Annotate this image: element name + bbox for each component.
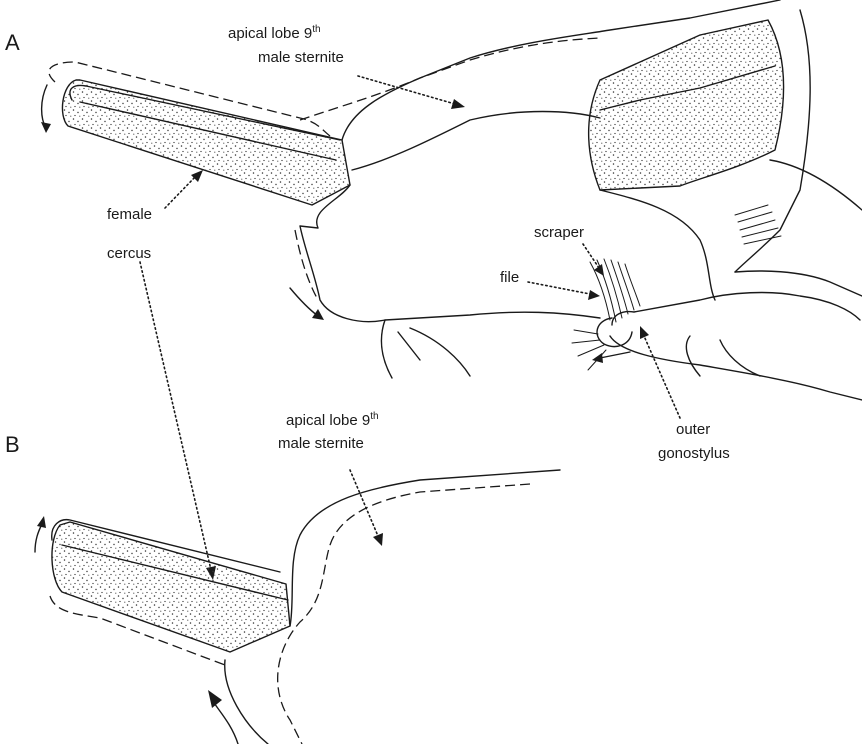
gonostylus-a-body <box>610 293 862 400</box>
arrow-a-sternite-head <box>312 309 324 320</box>
cercus-b-shape <box>52 522 290 652</box>
file-scraper-hairs-a <box>572 259 640 370</box>
sternite-b-outline <box>290 470 560 626</box>
gonostylus-a-tip <box>597 318 632 347</box>
leader-outer-gonostylus-head <box>640 326 649 339</box>
body-a-right-line <box>770 160 862 210</box>
panel-a-letter: A <box>5 30 20 55</box>
panel-b-letter: B <box>5 432 20 457</box>
label-female: female <box>107 206 152 223</box>
leader-outer-gonostylus <box>644 336 680 418</box>
sternite-b-lower <box>225 660 268 744</box>
panel-a: A <box>5 0 862 580</box>
sternite-a-lower-dashed <box>295 230 318 300</box>
bristles-a <box>735 205 781 244</box>
arrow-b-sternite-head <box>208 690 222 708</box>
arrow-a-gonostylus <box>600 352 630 358</box>
panel-b: B apical lobe 9th male sternite <box>5 411 560 744</box>
leader-apical-lobe-a <box>358 76 455 104</box>
arrow-b-cercus <box>35 524 42 552</box>
label-apical-lobe-a: apical lobe 9th <box>228 24 321 42</box>
arrow-a-cercus <box>42 85 47 128</box>
apical-lobe-a-dashed <box>300 38 600 120</box>
arrow-b-sternite <box>212 700 238 744</box>
leader-cercus-b <box>140 262 211 570</box>
leader-apical-lobe-a-head <box>451 99 465 109</box>
arrow-a-gonostylus-head <box>592 353 603 363</box>
label-male-sternite-a: male sternite <box>258 49 344 66</box>
label-cercus: cercus <box>107 245 151 262</box>
arrow-a-cercus-head <box>41 122 51 133</box>
label-scraper: scraper <box>534 224 584 241</box>
label-outer: outer <box>676 421 710 438</box>
label-male-sternite-b: male sternite <box>278 435 364 452</box>
sternite-a-bottom-flap <box>381 320 470 378</box>
leader-cercus-a <box>165 176 196 208</box>
label-file: file <box>500 269 519 286</box>
sternite-a-mid-line <box>352 112 600 171</box>
gonostylus-a-lower <box>686 336 760 376</box>
leader-apical-lobe-b <box>350 470 378 536</box>
sternite-a-lower-outline <box>300 185 600 322</box>
leader-file <box>528 282 590 294</box>
leader-file-head <box>588 290 600 300</box>
sternite-b-dashed <box>278 484 530 744</box>
arrow-b-cercus-head <box>37 516 46 528</box>
cercus-a-shape <box>62 80 350 205</box>
leader-cercus-a-head <box>191 170 203 182</box>
label-apical-lobe-b: apical lobe 9th <box>286 411 379 429</box>
leader-apical-lobe-b-head <box>373 533 383 546</box>
label-gonostylus: gonostylus <box>658 445 730 462</box>
body-a-mid-curve <box>600 190 715 300</box>
